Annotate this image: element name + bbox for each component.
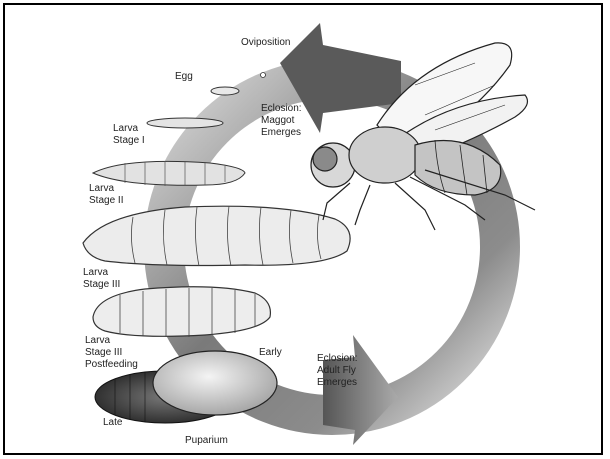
- label-eclosion-maggot: Eclosion: Maggot Emerges: [261, 103, 302, 139]
- label-larva-stage-2: Larva Stage II: [89, 183, 123, 207]
- label-oviposition: Oviposition: [241, 37, 290, 49]
- larva-stage-3-illustration: [83, 206, 350, 266]
- larva-postfeeding-illustration: [93, 287, 270, 337]
- label-larva-stage-1: Larva Stage I: [113, 123, 145, 147]
- label-early: Early: [259, 347, 282, 359]
- larva-stage-1-illustration: [147, 118, 223, 128]
- label-larva-stage-3: Larva Stage III: [83, 267, 120, 291]
- label-puparium: Puparium: [185, 435, 228, 447]
- label-eclosion-adult: Eclosion: Adult Fly Emerges: [317, 353, 358, 389]
- label-larva-postfeeding: Larva Stage III Postfeeding: [85, 335, 138, 371]
- life-cycle-diagram: [5, 5, 601, 453]
- label-egg: Egg: [175, 71, 193, 83]
- label-late: Late: [103, 417, 122, 429]
- diagram-frame: Oviposition Egg Eclosion: Maggot Emerges…: [3, 3, 603, 455]
